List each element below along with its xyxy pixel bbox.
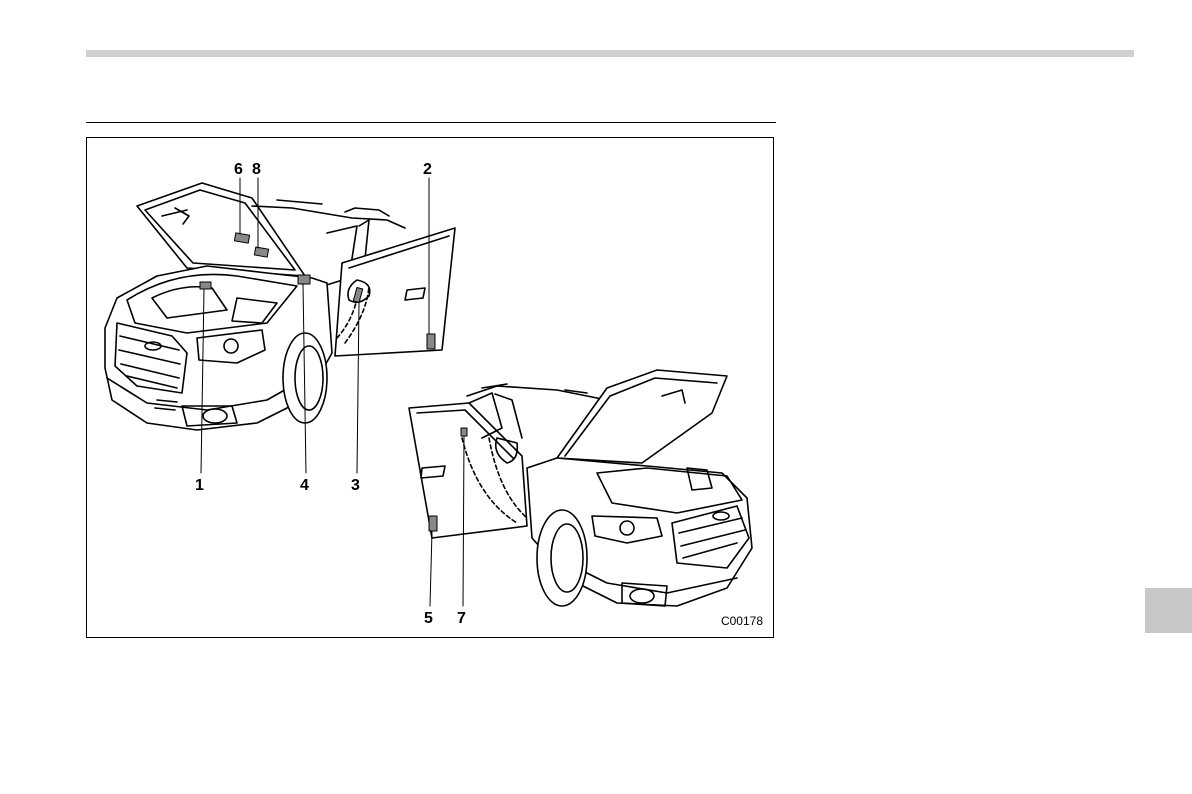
figure-code: C00178 xyxy=(721,614,763,628)
callout-3: 3 xyxy=(351,477,360,494)
callout-4: 4 xyxy=(300,477,309,494)
chapter-tab xyxy=(1145,588,1192,633)
section-divider xyxy=(86,122,776,123)
callout-1: 1 xyxy=(195,477,204,494)
vehicle-front-right xyxy=(409,370,752,606)
callout-7: 7 xyxy=(457,610,466,627)
callout-8: 8 xyxy=(252,161,261,178)
callout-6: 6 xyxy=(234,161,243,178)
callout-2: 2 xyxy=(423,161,432,178)
page-header-rule xyxy=(86,50,1134,57)
vehicle-illustration: 6 8 2 1 4 3 5 7 xyxy=(87,138,775,639)
vehicle-front-left xyxy=(105,183,455,430)
callout-5: 5 xyxy=(424,610,433,627)
label-location-figure: 6 8 2 1 4 3 5 7 C00178 xyxy=(86,137,774,638)
